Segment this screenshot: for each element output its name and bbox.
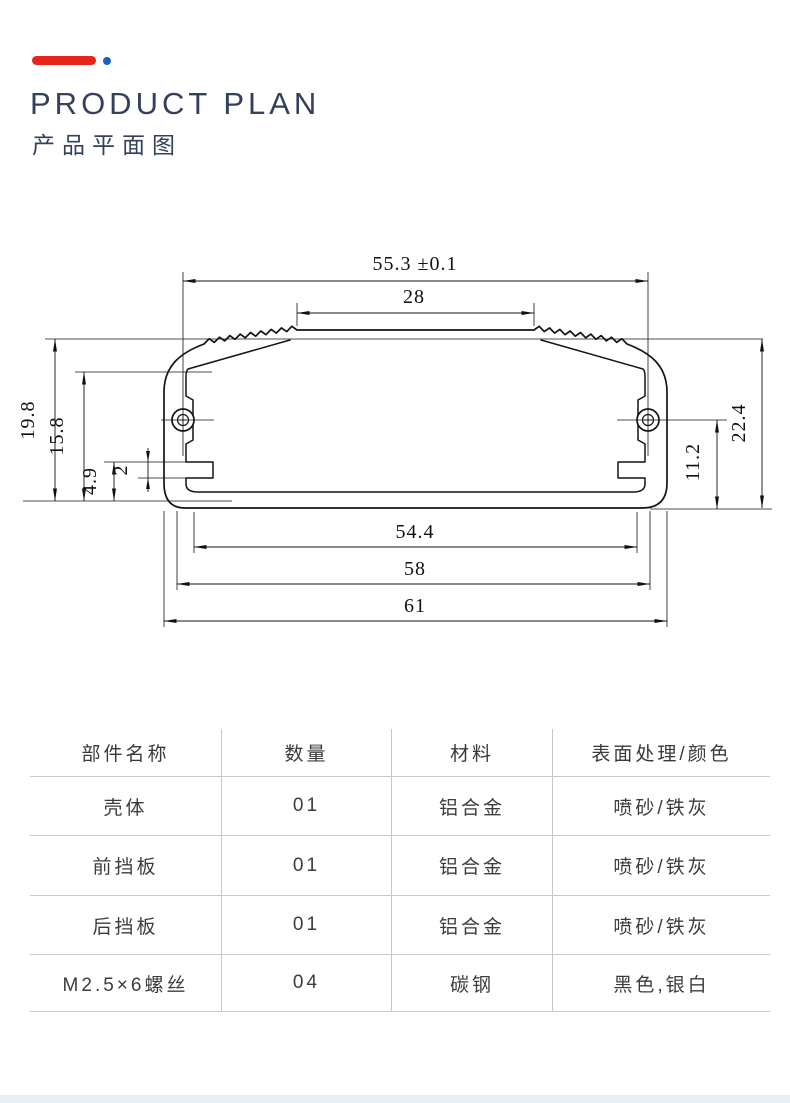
table-row-cell: 黑色,银白: [553, 955, 770, 1012]
table-row-cell: 01: [222, 777, 392, 836]
dim-label-right-boss: 11.2: [682, 443, 704, 481]
col-header-quantity: 数量: [222, 729, 392, 777]
table-row-cell: 喷砂/铁灰: [553, 777, 770, 836]
technical-drawing: 55.3 ±0.1 28 19.8 15.8 4.9 2 22.4 11.2 5…: [0, 230, 790, 650]
dim-label-left-groove: 2: [110, 465, 132, 476]
groove-dim-arrows: [146, 451, 150, 489]
extension-lines: [23, 272, 772, 627]
enclosure-profile: [163, 325, 668, 509]
parts-table: 部件名称 数量 材料 表面处理/颜色 壳体 01 铝合金 喷砂/铁灰 前挡板 0…: [30, 729, 770, 1012]
table-row-cell: 铝合金: [392, 777, 553, 836]
brand-red-bar: [32, 56, 96, 65]
dim-label-left-step: 4.9: [79, 467, 101, 495]
table-row-cell: 碳钢: [392, 955, 553, 1012]
dim-label-boss-span: 55.3 ±0.1: [373, 253, 458, 275]
col-header-finish-color: 表面处理/颜色: [553, 729, 770, 777]
brand-blue-dot-icon: [103, 57, 111, 65]
dim-label-bottom-mid: 58: [404, 558, 426, 580]
table-row-cell: 铝合金: [392, 836, 553, 896]
dim-label-right-total: 22.4: [728, 404, 750, 443]
table-row-cell: 喷砂/铁灰: [553, 836, 770, 896]
table-row-cell: 后挡板: [30, 896, 222, 955]
table-row-cell: 04: [222, 955, 392, 1012]
dim-label-bottom-total: 61: [404, 595, 426, 617]
page-title: PRODUCT PLAN: [30, 86, 321, 121]
table-row-cell: 铝合金: [392, 896, 553, 955]
dim-label-top-flat: 28: [403, 286, 425, 308]
dimension-lines: [53, 279, 764, 623]
table-row-cell: 01: [222, 836, 392, 896]
dim-label-bottom-inner: 54.4: [396, 521, 435, 543]
table-row-cell: M2.5×6螺丝: [30, 955, 222, 1012]
enclosure-cross-section-svg: 55.3 ±0.1 28 19.8 15.8 4.9 2 22.4 11.2 5…: [17, 253, 772, 627]
table-row-cell: 壳体: [30, 777, 222, 836]
screw-boss-left: [161, 408, 214, 432]
screw-boss-right: [617, 408, 727, 432]
table-row-cell: 喷砂/铁灰: [553, 896, 770, 955]
col-header-part-name: 部件名称: [30, 729, 222, 777]
col-header-material: 材料: [392, 729, 553, 777]
table-row-cell: 前挡板: [30, 836, 222, 896]
table-row-cell: 01: [222, 896, 392, 955]
page-subtitle: 产品平面图: [32, 132, 182, 158]
footer-accent-bar: [0, 1095, 790, 1103]
dim-label-left-total: 19.8: [17, 401, 39, 440]
dim-label-left-inner: 15.8: [46, 417, 68, 456]
